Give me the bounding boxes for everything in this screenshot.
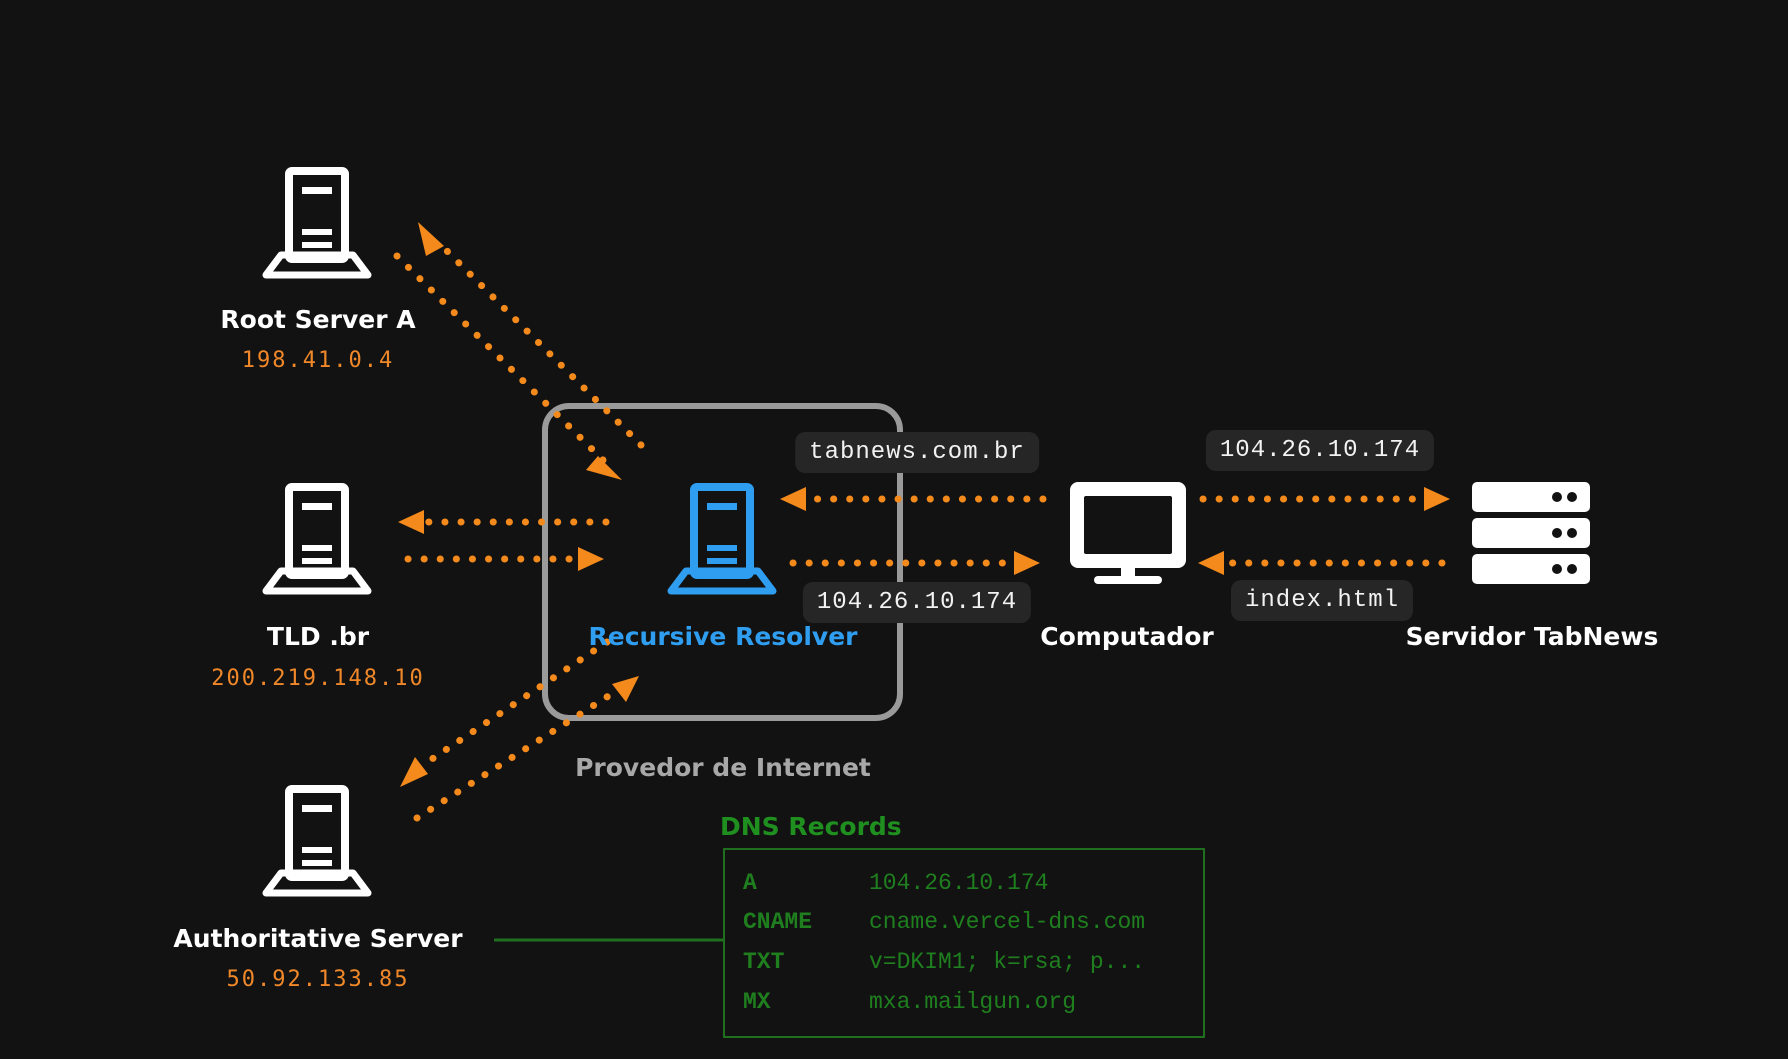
arrowhead-resolver-from-root xyxy=(586,456,622,480)
request-ip-pill: 104.26.10.174 xyxy=(1205,430,1435,471)
dns-record-value: cname.vercel-dns.com xyxy=(869,909,1146,935)
tld-server-label: TLD .br xyxy=(266,622,370,651)
resolver-server-icon xyxy=(671,487,773,591)
monitor-icon xyxy=(1070,482,1186,584)
response-file-pill: index.html xyxy=(1230,580,1414,621)
authoritative-server-label: Authoritative Server xyxy=(173,924,463,953)
arrowhead-resolver-from-computer xyxy=(780,487,806,511)
root-server-icon xyxy=(266,171,368,275)
arrow-authoritative-to-resolver xyxy=(413,691,614,822)
resolver-answer-pill: 104.26.10.174 xyxy=(802,582,1032,623)
arrowhead-computer-from-resolver xyxy=(1014,551,1040,575)
arrowhead-tld xyxy=(398,510,424,534)
provider-label: Provedor de Internet xyxy=(575,753,871,782)
arrowhead-root xyxy=(418,222,444,256)
root-server-label: Root Server A xyxy=(220,305,416,334)
dns-record-type: TXT xyxy=(743,949,785,975)
tld-server-icon xyxy=(266,487,368,591)
arrowhead-computer-from-tabnews xyxy=(1198,551,1224,575)
dns-record-value: mxa.mailgun.org xyxy=(869,989,1077,1015)
dns-records-title: DNS Records xyxy=(720,812,902,841)
arrow-resolver-to-root xyxy=(436,240,645,449)
root-server-ip: 198.41.0.4 xyxy=(241,348,395,373)
dns-records-table: A 104.26.10.174 CNAME cname.vercel-dns.c… xyxy=(723,848,1205,1038)
server-rack-icon xyxy=(1472,482,1590,584)
arrowhead-authoritative xyxy=(400,757,428,787)
dns-record-type: MX xyxy=(743,989,771,1015)
arrowhead-resolver-from-authoritative xyxy=(612,676,639,702)
tld-server-ip: 200.219.148.10 xyxy=(211,666,425,691)
dns-record-type: CNAME xyxy=(743,909,813,935)
authoritative-server-ip: 50.92.133.85 xyxy=(226,967,410,992)
tabnews-server-label: Servidor TabNews xyxy=(1405,622,1659,651)
computer-label: Computador xyxy=(1040,622,1214,651)
arrowhead-resolver-from-tld xyxy=(578,547,604,571)
resolver-label: Recursive Resolver xyxy=(588,622,858,651)
authoritative-server-icon xyxy=(266,789,368,893)
arrowhead-tabnews xyxy=(1424,487,1450,511)
dns-record-value: 104.26.10.174 xyxy=(869,870,1049,896)
arrow-root-to-resolver xyxy=(393,252,607,464)
arrow-resolver-to-authoritative xyxy=(422,638,611,767)
query-domain-pill: tabnews.com.br xyxy=(795,432,1039,473)
provider-box xyxy=(542,403,903,721)
dns-record-type: A xyxy=(743,870,757,896)
dns-record-value: v=DKIM1; k=rsa; p... xyxy=(869,949,1146,975)
